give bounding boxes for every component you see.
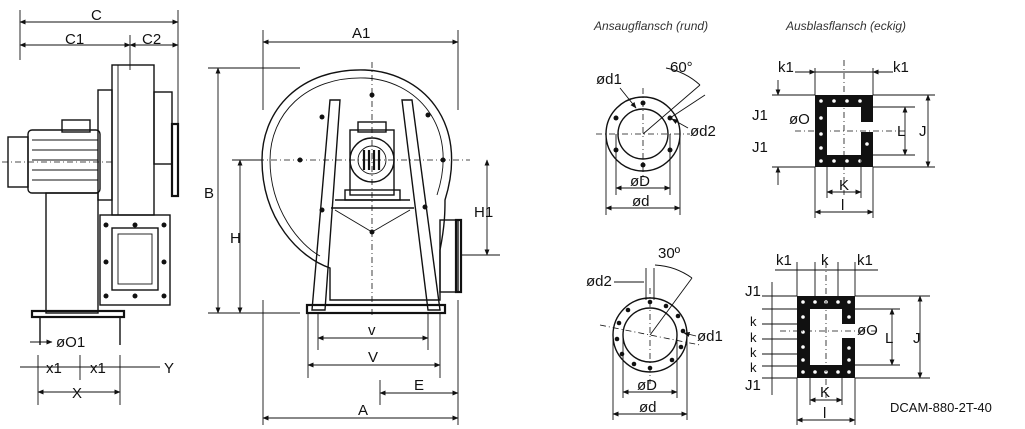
dim-O-b: øO	[857, 322, 878, 339]
dim-d-b: ød	[639, 399, 657, 416]
dim-v: v	[368, 322, 376, 339]
dim-k-2: k	[750, 330, 757, 345]
dim-C: C	[91, 7, 102, 24]
dim-k1-right-b: k1	[857, 252, 873, 269]
side-view: C C1 C2	[2, 7, 180, 405]
dim-k1-right: k1	[893, 59, 909, 76]
dim-J: J	[919, 123, 927, 140]
dim-k-3: k	[750, 345, 757, 360]
dim-L: L	[897, 123, 905, 140]
dim-d2-b: ød2	[586, 273, 612, 290]
round-flange-30: 30º ød2 ød1 øD ød	[586, 245, 723, 420]
dim-H: H	[230, 230, 241, 247]
dim-L-b: L	[885, 330, 893, 347]
round-flange-60: 60° ød1 ød2 øD ød	[596, 59, 716, 215]
dim-X: X	[72, 385, 82, 402]
header-inlet-flange: Ansaugflansch (rund)	[593, 19, 708, 33]
dim-d: ød	[632, 193, 650, 210]
dim-J1-bottom: J1	[752, 139, 768, 156]
dim-K-b: K	[820, 384, 830, 401]
dim-O: øO	[789, 111, 810, 128]
dim-J1-bottom-b: J1	[745, 377, 761, 394]
dim-C1: C1	[65, 31, 84, 48]
drawing-code: DCAM-880-2T-40	[890, 400, 992, 415]
dim-H1: H1	[474, 204, 493, 221]
dim-O1: øO1	[56, 334, 85, 351]
dim-K: K	[839, 177, 849, 194]
dim-J1-top: J1	[752, 107, 768, 124]
dim-A1: A1	[352, 25, 370, 42]
dim-J-b: J	[913, 330, 921, 347]
header-outlet-flange: Ausblasflansch (eckig)	[785, 19, 906, 33]
dim-Y: Y	[164, 360, 174, 377]
dim-k1-left: k1	[778, 59, 794, 76]
angle-30: 30º	[658, 245, 681, 262]
angle-60: 60°	[670, 59, 693, 76]
dim-A: A	[358, 402, 368, 419]
dim-V: V	[368, 349, 378, 366]
dim-l-b: l	[823, 405, 826, 422]
dim-d1: ød1	[596, 71, 622, 88]
dim-E: E	[414, 377, 424, 394]
dim-l: l	[841, 197, 844, 214]
fan-housing-side	[30, 64, 180, 345]
dim-k-b: k	[821, 252, 829, 269]
housing-bolts	[297, 92, 446, 235]
dim-d1-b: ød1	[697, 328, 723, 345]
dim-D-b: øD	[637, 377, 657, 394]
front-view: A1	[204, 25, 500, 425]
dim-d2: ød2	[690, 123, 716, 140]
rect-flange-top: k1 k1 J1 J1 øO L J K l	[752, 59, 935, 218]
rect-flange-bottom: k1 k k1 J1 k k k k J1 øO L J K l	[745, 252, 930, 425]
dim-k-4: k	[750, 360, 757, 375]
dim-x1-right: x1	[90, 360, 106, 377]
dim-B: B	[204, 185, 214, 202]
dim-x1-left: x1	[46, 360, 62, 377]
dim-J1-top-b: J1	[745, 283, 761, 300]
dim-k1-left-b: k1	[776, 252, 792, 269]
motor	[2, 119, 112, 194]
dim-C2: C2	[142, 31, 161, 48]
dim-k-1: k	[750, 314, 757, 329]
dim-D: øD	[630, 173, 650, 190]
